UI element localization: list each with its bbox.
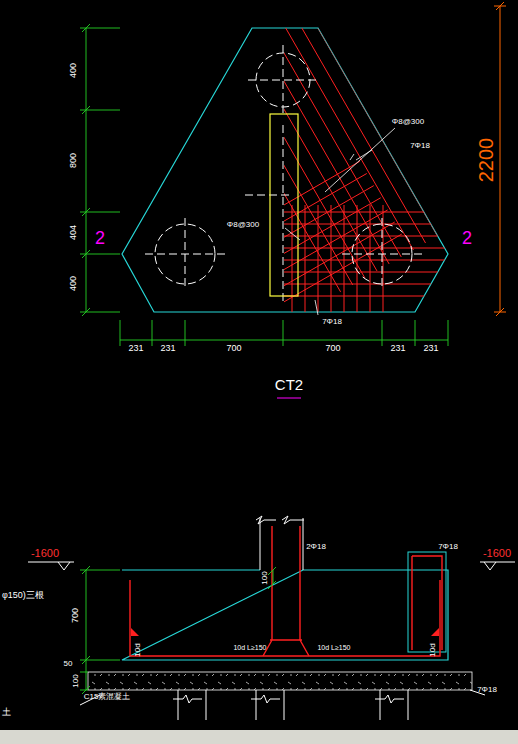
elevation-marks [28, 562, 515, 705]
piles [173, 690, 408, 720]
dimension-label: 231 [423, 344, 438, 353]
dimension-label: 7Φ18 [438, 543, 458, 551]
dimension-label: 400 [70, 62, 79, 77]
dimension-label: 231 [160, 344, 175, 353]
rebar-line [258, 210, 388, 285]
rebar-line [284, 224, 450, 225]
dimension-label: 2 [462, 229, 472, 247]
dimension-label: 100 [261, 571, 269, 584]
dimension-label: C15素混凝土 [84, 693, 131, 701]
dimension-label: 404 [70, 224, 79, 239]
dimension-label: 50 [64, 660, 73, 668]
leader-lines [285, 128, 395, 315]
dimension-label: 10d L≥150 [317, 644, 350, 651]
tab-bar [0, 730, 518, 744]
dimension-label: 700 [325, 344, 340, 353]
title-underline [277, 398, 301, 399]
pile-circles [145, 45, 422, 305]
dimension-lines [80, 24, 448, 346]
dimension-label: -1600 [31, 548, 59, 559]
rebar-line [201, 49, 341, 292]
rebar-line [284, 212, 450, 213]
rebar-line [284, 236, 450, 237]
dimension-label: -1600 [483, 548, 511, 559]
dimension-label: 700 [72, 607, 81, 622]
dimension-label: 2Φ18 [306, 543, 326, 551]
rebar-hooks [131, 628, 439, 636]
dimension-label: 700 [226, 344, 241, 353]
dimension-label: 2 [95, 229, 105, 247]
drawing-title: CT2 [275, 377, 303, 392]
rebar-line [383, 205, 384, 312]
section-dimensions [80, 566, 276, 694]
pile-cap-outline [122, 28, 448, 312]
rebar-line [265, 222, 395, 297]
section-view [0, 516, 518, 744]
dimension-label: 100 [72, 674, 80, 687]
dimension-label: 10d [134, 643, 142, 656]
plan-view [80, 0, 506, 398]
cap-section [122, 570, 448, 660]
dimension-label: 土 [2, 708, 11, 717]
dimension-label: Φ8@300 [392, 118, 424, 126]
dimension-label: 10d [429, 643, 437, 656]
lean-concrete [88, 672, 472, 690]
rebar-line [244, 186, 374, 261]
dimension-label: 231 [128, 344, 143, 353]
tie-beam [270, 114, 298, 296]
dimension-label: 10d L≥150 [233, 644, 266, 651]
section-rebar [130, 526, 442, 656]
rebar-mesh [201, 0, 450, 312]
dimension-label: 7Φ18 [322, 318, 342, 326]
dimension-label: 400 [70, 275, 79, 290]
column-stub [256, 516, 304, 570]
dimension-label: 7Φ18 [477, 686, 497, 694]
rebar-line [284, 272, 450, 273]
dimension-label: 800 [70, 152, 79, 167]
dimension-label: 2200 [476, 138, 496, 183]
rebar-line [284, 296, 450, 297]
dimension-label: 7Φ18 [410, 142, 430, 150]
rebar-line [284, 248, 450, 249]
dimension-label: Φ8@300 [227, 221, 259, 229]
rebar-line [284, 260, 450, 261]
dimension-label: 231 [390, 344, 405, 353]
rebar-line [284, 284, 450, 285]
rebar-line [237, 173, 367, 248]
dimension-label: φ150)三根 [2, 591, 44, 600]
